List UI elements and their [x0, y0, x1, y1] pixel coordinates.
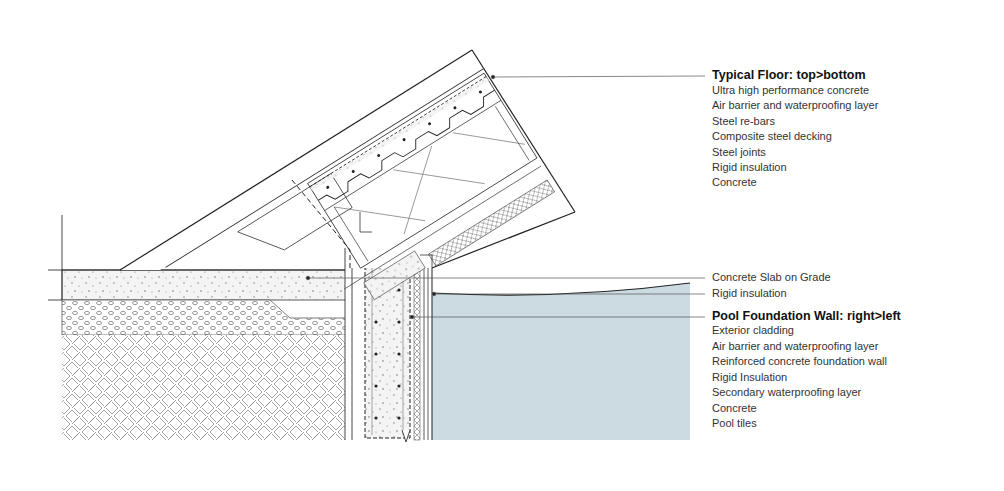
leader-lines: [306, 75, 705, 319]
sloped-floor: [120, 50, 575, 388]
layer-label: Rigid Insulation: [712, 371, 787, 384]
ground-layers: [48, 215, 350, 440]
pool-water: [432, 283, 690, 440]
layer-label: Concrete: [712, 176, 757, 189]
layer-label: Air barrier and waterproofing layer: [712, 99, 878, 112]
layer-label: Composite steel decking: [712, 130, 832, 143]
foundation-wall: [345, 240, 432, 442]
section-heading: Typical Floor: top>bottom: [712, 68, 866, 83]
layer-label: Steel joints: [712, 146, 766, 159]
layer-label: Pool tiles: [712, 417, 757, 430]
layer-label: Steel re-bars: [712, 115, 775, 128]
layer-label: Exterior cladding: [712, 324, 794, 337]
layer-label: Ultra high performance concrete: [712, 84, 869, 97]
section-heading: Pool Foundation Wall: right>left: [712, 309, 901, 324]
layer-label: Concrete Slab on Grade: [712, 271, 831, 284]
layer-label: Rigid insulation: [712, 287, 787, 300]
layer-label: Concrete: [712, 402, 757, 415]
layer-label: Air barrier and waterproofing layer: [712, 340, 878, 353]
layer-label: Secondary waterproofing layer: [712, 386, 861, 399]
layer-label: Reinforced concrete foundation wall: [712, 355, 887, 368]
layer-label: Rigid insulation: [712, 161, 787, 174]
